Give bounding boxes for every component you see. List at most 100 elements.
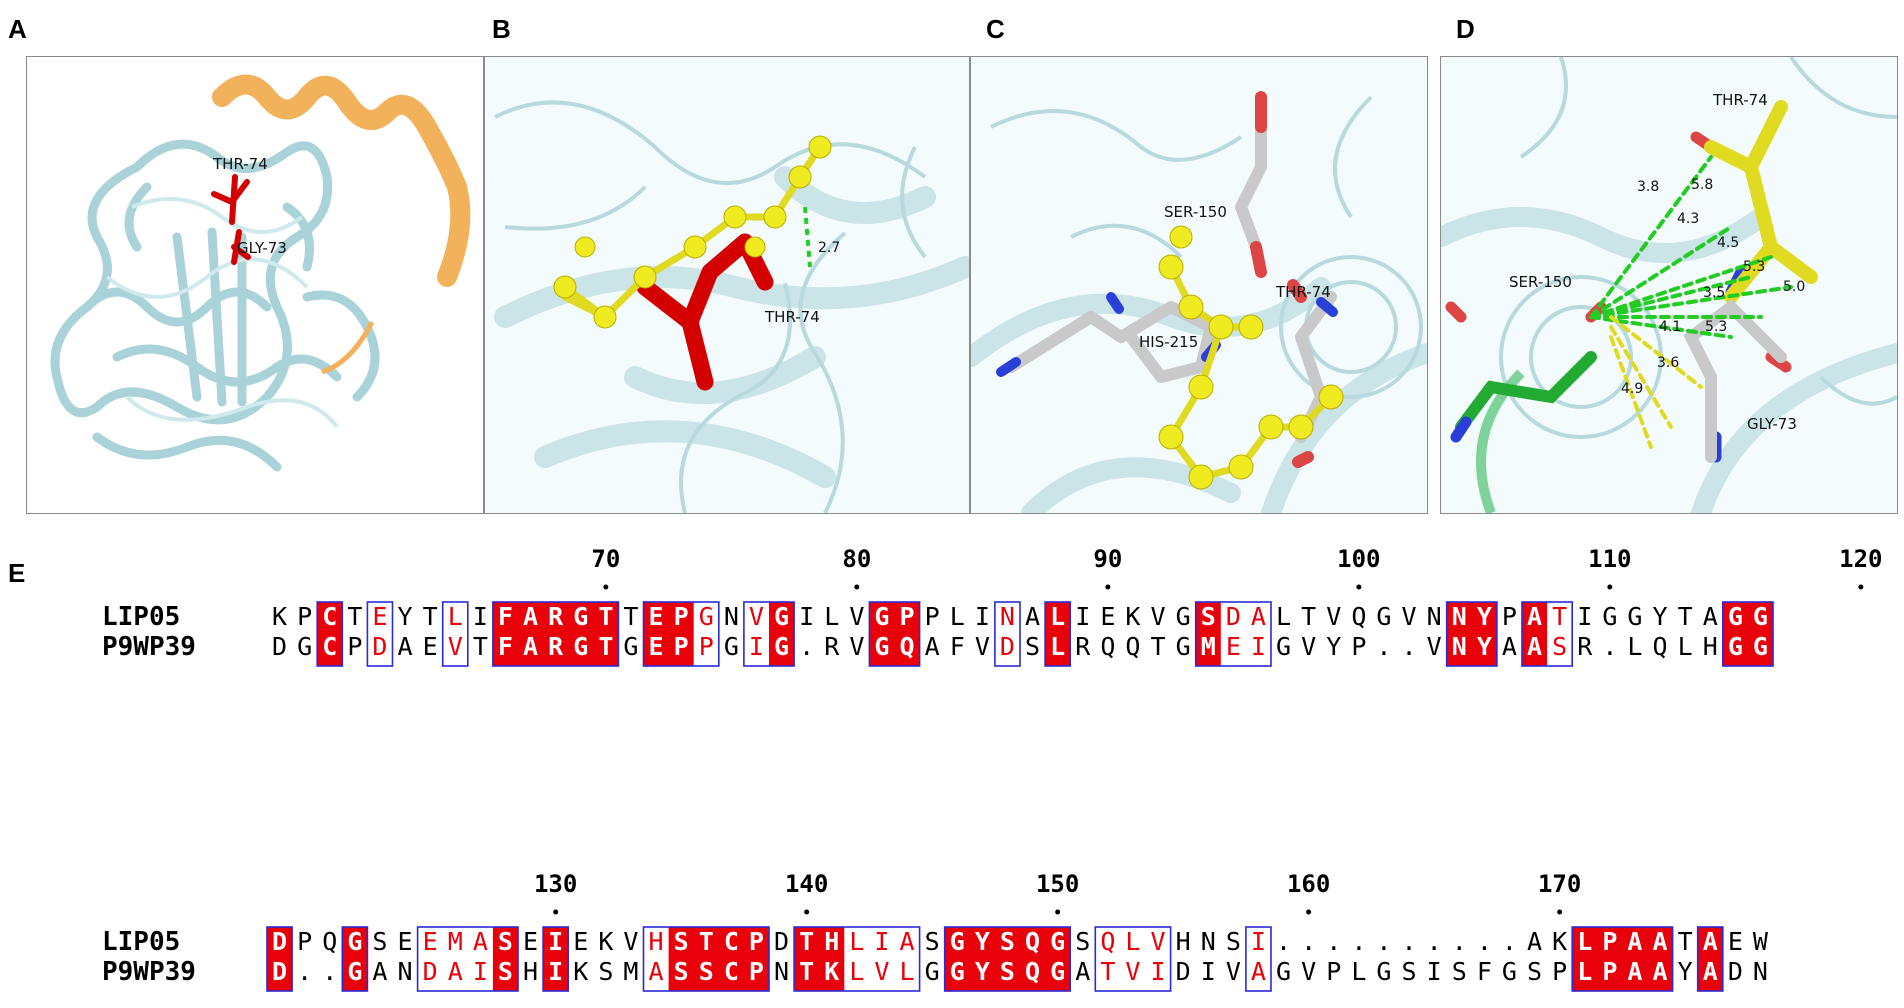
panel-label-c: C [986,14,1005,44]
residue: A [1653,927,1668,956]
identical-column-highlight [769,602,795,666]
residue: V [975,632,990,661]
residue: V [1402,602,1417,631]
residue: T [598,602,613,631]
conserved-region-box [1194,601,1272,667]
residue: I [1075,602,1090,631]
residue: L [1351,957,1366,986]
residue: . [1402,927,1417,956]
conserved-region-box [1094,926,1172,992]
residue: G [1753,632,1768,661]
residue: Y [398,602,413,631]
residue: V [849,602,864,631]
residue: Q [1100,632,1115,661]
residue: S [925,927,940,956]
residue: V [1301,632,1316,661]
residue: I [749,632,764,661]
residue: . [1326,927,1341,956]
residue: D [423,957,438,986]
residue: F [498,602,513,631]
distance-5-3-upper: 5.3 [1743,259,1765,275]
residue: G [724,632,739,661]
residue: G [1176,602,1191,631]
residue: I [1251,632,1266,661]
residue: D [1728,957,1743,986]
identical-column-highlight [794,927,845,991]
residue: A [448,957,463,986]
residue: . [799,632,814,661]
residue: D [1000,632,1015,661]
residue: S [1226,927,1241,956]
distance-5-0: 5.0 [1783,279,1805,295]
residue: N [1452,602,1467,631]
residue: A [925,632,940,661]
residue: K [272,602,287,631]
residue: L [1678,632,1693,661]
residue: G [347,927,362,956]
residue: S [674,927,689,956]
position-tick-dot [1055,909,1061,915]
position-tick-dot [1858,584,1864,590]
residue: P [925,602,940,631]
residue: N [774,957,789,986]
residue: D [272,957,287,986]
label-gly-73: GLY-73 [237,239,287,257]
residue: P [749,927,764,956]
residue: S [1402,957,1417,986]
residue: N [1452,632,1467,661]
sequence-name: LIP05 [102,927,180,957]
conserved-region-box [416,926,519,992]
position-tick: 110 [1588,545,1631,573]
residue: V [1151,927,1166,956]
residue: P [1502,602,1517,631]
residue: A [1251,957,1266,986]
panel-label-a: A [8,14,27,44]
identical-column-highlight [869,602,920,666]
label-thr-74: THR-74 [212,155,268,173]
residue: A [1703,957,1718,986]
identical-column-highlight [342,927,368,991]
residue: A [473,927,488,956]
residue: G [774,632,789,661]
residue: G [1753,602,1768,631]
residue: L [950,602,965,631]
position-tick: 140 [785,870,828,898]
residue: P [1326,957,1341,986]
position-tick-dot [603,584,609,590]
conserved-region-box [994,601,1021,667]
residue: E [423,632,438,661]
residue: P [674,602,689,631]
residue: R [548,602,564,631]
residue: H [523,957,538,986]
residue: S [1000,957,1015,986]
position-tick-dot [1607,584,1613,590]
conserved-region-box [642,926,770,992]
residue: . [1477,927,1492,956]
residue: P [1602,927,1617,956]
conserved-region-box [1445,601,1498,667]
residue: F [498,632,513,661]
residue: I [1201,957,1216,986]
residue: N [1427,602,1442,631]
conserved-region-box [868,601,921,667]
identical-column-highlight [267,927,293,991]
identical-column-highlight [1572,927,1673,991]
residue: G [297,632,312,661]
residue: A [1703,602,1718,631]
residue: A [523,632,538,661]
distance-5-8: 5.8 [1691,177,1713,193]
residue: H [1703,632,1718,661]
residue: V [1301,957,1316,986]
identical-column-highlight [1522,602,1548,666]
conserved-region-box [441,601,469,667]
residue: P [1552,957,1567,986]
residue: P [749,957,764,986]
residue: M [623,957,638,986]
sequence-name: P9WP39 [102,632,196,662]
position-tick: 100 [1337,545,1380,573]
residue: S [1025,632,1040,661]
residue: N [1753,957,1768,986]
conserved-region-box [366,601,394,667]
residue: K [1125,602,1140,631]
identical-column-highlight [1722,602,1773,666]
